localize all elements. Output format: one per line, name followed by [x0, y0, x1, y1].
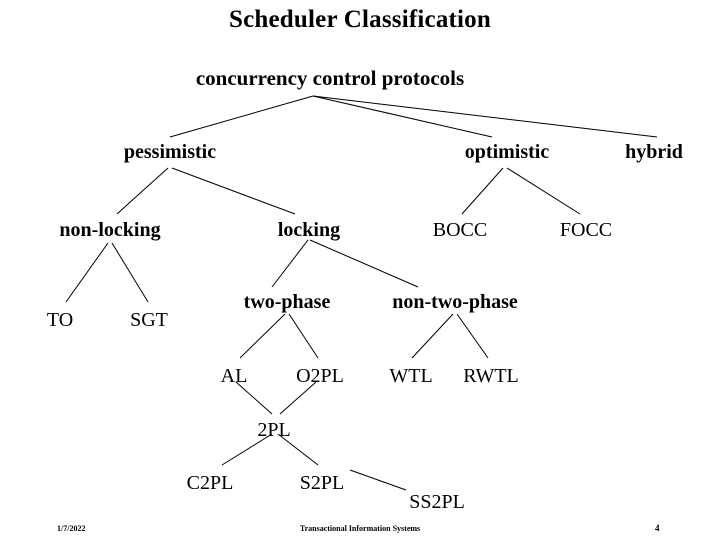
- tree-node-root: concurrency control protocols: [195, 66, 465, 90]
- tree-node-non-locking: non-locking: [59, 219, 161, 241]
- tree-edge: [349, 469, 407, 491]
- tree-node-to: TO: [46, 309, 74, 331]
- tree-edge: [239, 313, 286, 359]
- tree-edge: [461, 167, 504, 215]
- tree-edge: [221, 433, 273, 466]
- tree-edge: [288, 313, 319, 359]
- tree-node-rwtl: RWTL: [463, 365, 519, 387]
- tree-edge: [279, 381, 317, 415]
- tree-edge: [312, 95, 658, 138]
- tree-edge: [169, 95, 314, 138]
- tree-node-two-phase: two-phase: [243, 291, 331, 313]
- tree-edge: [65, 242, 109, 303]
- tree-node-o2pl: O2PL: [296, 365, 344, 387]
- tree-node-non-two-phase: non-two-phase: [392, 291, 518, 313]
- tree-edge: [506, 167, 581, 215]
- tree-node-2pl: 2PL: [257, 419, 291, 441]
- tree-edge: [309, 239, 419, 288]
- tree-node-optimistic: optimistic: [464, 141, 550, 163]
- tree-node-sgt: SGT: [130, 309, 168, 331]
- tree-node-hybrid: hybrid: [625, 141, 683, 163]
- tree-node-ss2pl: SS2PL: [409, 491, 465, 513]
- tree-node-focc: FOCC: [559, 219, 613, 241]
- tree-node-pessimistic: pessimistic: [123, 141, 217, 163]
- tree-edge: [171, 167, 296, 215]
- tree-edge: [111, 242, 149, 303]
- tree-edge: [235, 381, 273, 415]
- tree-edge: [277, 433, 319, 466]
- tree-node-c2pl: C2PL: [186, 472, 234, 494]
- footer-date: 1/7/2022: [57, 524, 86, 533]
- tree-node-locking: locking: [277, 219, 341, 241]
- tree-edge: [411, 313, 454, 359]
- tree-node-bocc: BOCC: [432, 219, 488, 241]
- tree-node-s2pl: S2PL: [299, 472, 345, 494]
- tree-node-wtl: WTL: [389, 365, 433, 387]
- tree-edge: [312, 95, 493, 138]
- tree-edge: [456, 313, 489, 359]
- footer-page-number: 4: [655, 523, 660, 533]
- tree-node-al: AL: [220, 365, 248, 387]
- tree-edge: [116, 167, 169, 215]
- footer-note: Transactional Information Systems: [299, 524, 421, 533]
- page-title: Scheduler Classification: [229, 6, 491, 33]
- tree-edge: [271, 239, 309, 288]
